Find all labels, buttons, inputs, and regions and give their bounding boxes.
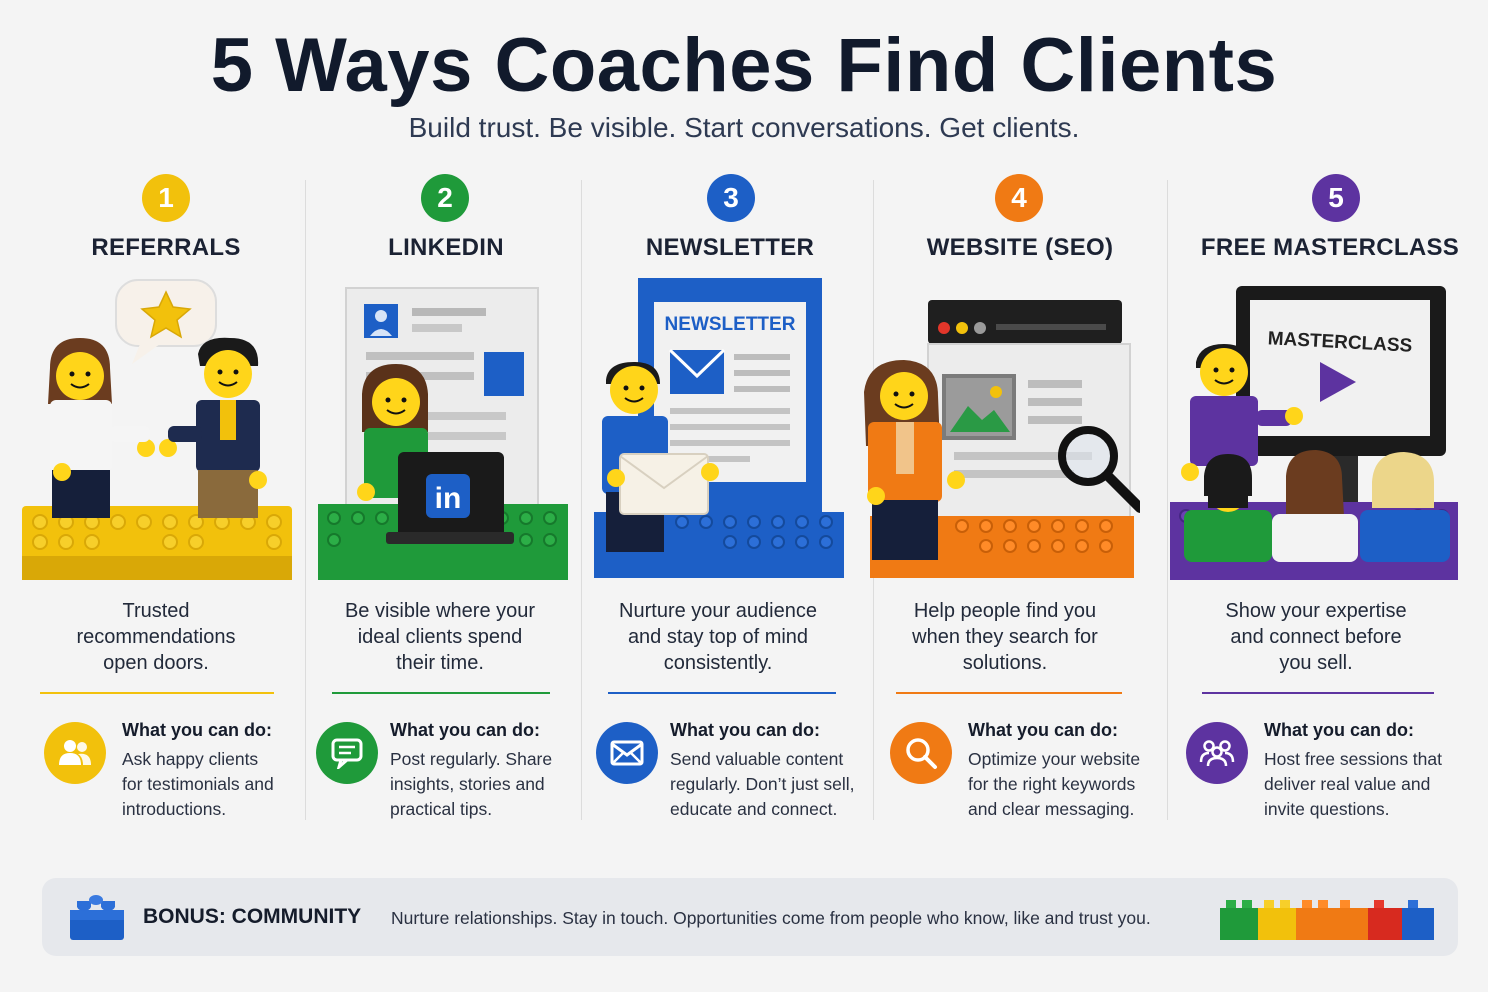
group-icon [1186,722,1248,784]
step-divider-line [896,692,1122,694]
step-description: Nurture your audience and stay top of mi… [619,600,817,674]
action-label: What you can do: [968,720,1118,740]
step-number-badge: 3 [707,174,755,222]
newsletter-scene-illustration: NEWSLETTER [594,278,844,578]
step-description: Be visible where your ideal clients spen… [344,600,536,674]
newsletter-board-label: NEWSLETTER [665,314,796,335]
step-description: Help people find you when they search fo… [912,600,1098,674]
step-heading: NEWSLETTER [645,234,815,261]
page-subtitle: Build trust. Be visible. Start conversat… [408,112,1080,143]
step-heading: FREE MASTERCLASS [1200,234,1460,261]
masterclass-scene-illustration: MASTERCLASS [1170,286,1458,580]
page-title: 5 Ways Coaches Find Clients [210,23,1278,108]
linkedin-scene-illustration: in [318,287,568,580]
action-text: Optimize your website for the right keyw… [968,749,1141,819]
envelope-icon [596,722,658,784]
step-heading: REFERRALS [91,234,241,261]
action-text: Post regularly. Share insights, stories … [390,749,553,819]
bonus-title: BONUS: COMMUNITY [143,905,362,928]
action-label: What you can do: [670,720,820,740]
step-number-badge: 2 [421,174,469,222]
action-text: Ask happy clients for testimonials and i… [122,749,274,819]
action-label: What you can do: [122,720,272,740]
step-description: Show your expertise and connect before y… [1225,600,1407,674]
step-number-badge: 4 [995,174,1043,222]
step-heading: LINKEDIN [388,234,504,261]
column-divider [581,180,582,820]
action-text: Host free sessions that deliver real val… [1264,749,1442,819]
bonus-community-banner: BONUS: COMMUNITY Nurture relationships. … [42,878,1458,956]
step-divider-line [40,692,274,694]
step-divider-line [332,692,550,694]
step-number-badge: 5 [1312,174,1360,222]
blue-brick-icon [70,895,124,940]
step-divider-line [608,692,836,694]
action-label: What you can do: [1264,720,1414,740]
action-text: Send valuable content regularly. Don’t j… [670,749,855,819]
bonus-text: Nurture relationships. Stay in touch. Op… [391,908,1151,928]
column-divider [1167,180,1168,820]
step-heading: WEBSITE (SEO) [926,234,1114,261]
step-description: Trusted recommendations open doors. [76,600,236,674]
referrals-scene-illustration [22,279,292,580]
search-icon [890,722,952,784]
chat-icon [316,722,378,784]
column-divider [305,180,306,820]
website-scene-illustration [864,300,1140,578]
step-divider-line [1202,692,1434,694]
linkedin-logo-text: in [435,482,462,515]
action-label: What you can do: [390,720,540,740]
rainbow-bricks-icon [1220,900,1434,940]
step-number-badge: 1 [142,174,190,222]
people-icon [44,722,106,784]
